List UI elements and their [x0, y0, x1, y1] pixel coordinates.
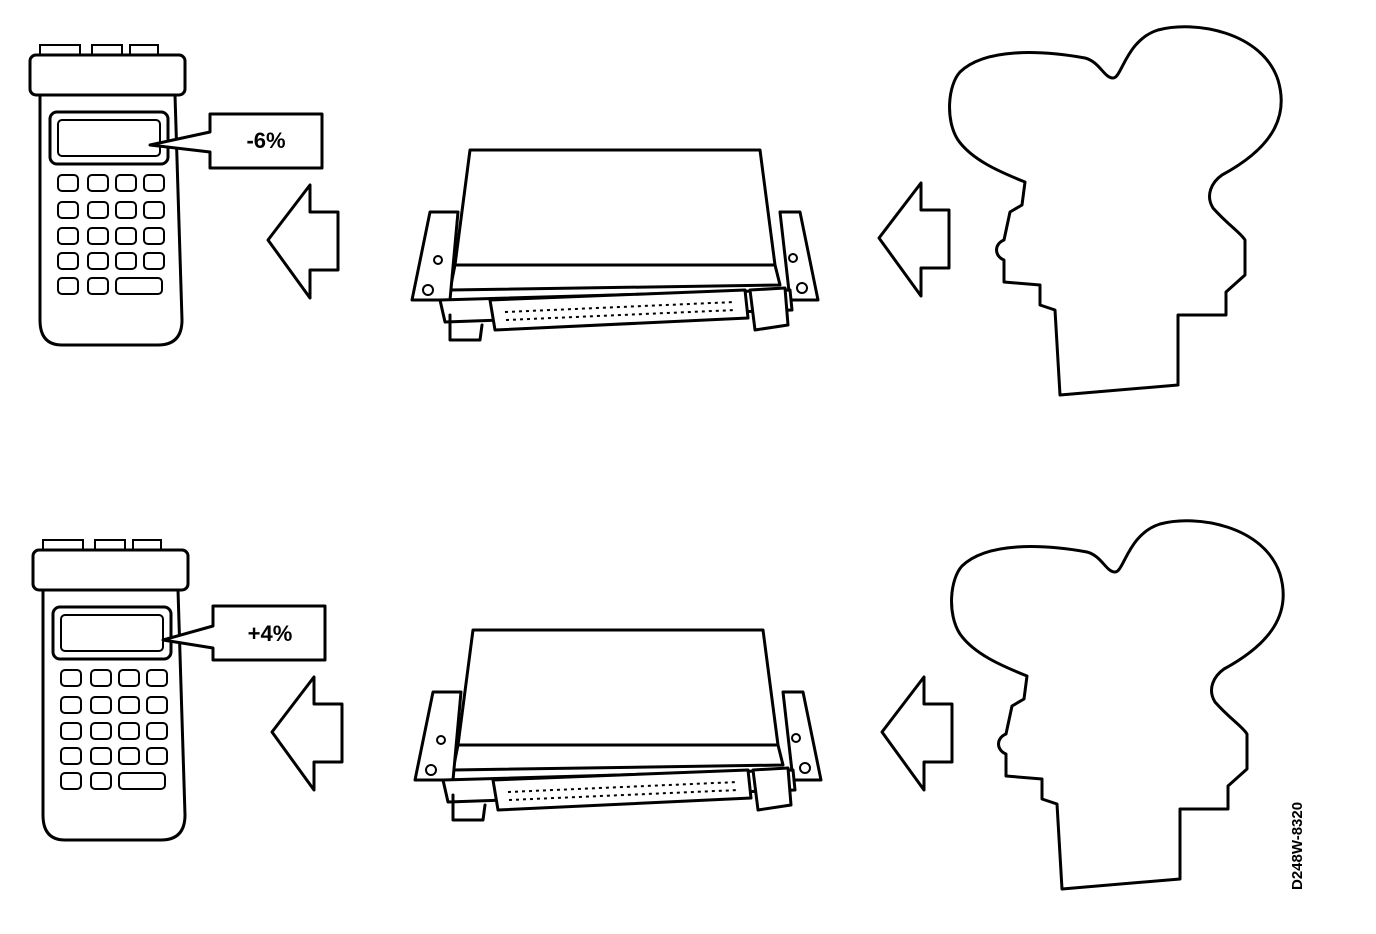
- arrow-left-icon: [877, 181, 951, 298]
- arrow-left-icon: [880, 675, 954, 792]
- arrow-left-icon: [270, 675, 344, 792]
- readout-value: -6%: [246, 128, 285, 153]
- panel-2-callout: +4%: [161, 604, 327, 662]
- panel-2-arrow-1: [270, 675, 344, 792]
- panel-1: -6%: [28, 25, 1283, 397]
- engine-outline-icon: [950, 519, 1285, 891]
- panel-2-ecu: [413, 628, 823, 822]
- panel-2-arrow-2: [880, 675, 954, 792]
- ecu-module-icon: [410, 148, 820, 342]
- engine-outline-icon: [948, 25, 1283, 397]
- ecu-module-icon: [413, 628, 823, 822]
- scan-tool-icon: [31, 538, 190, 842]
- readout-value: +4%: [248, 621, 293, 646]
- panel-2-engine: [950, 519, 1285, 891]
- scan-tool-icon: [28, 43, 187, 347]
- figure-code: D248W-8320: [1289, 802, 1306, 890]
- readout-callout: [161, 604, 327, 662]
- readout-callout: [148, 112, 324, 170]
- arrow-left-icon: [266, 183, 340, 300]
- panel-2: [31, 538, 190, 842]
